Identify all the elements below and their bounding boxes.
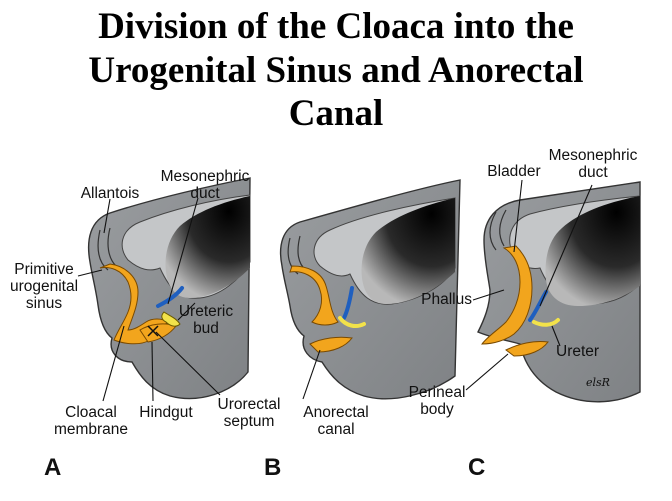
title-line-1: Division of the Cloaca into the — [98, 6, 574, 47]
label-primitive-line-1: Primitive — [14, 261, 73, 278]
panel-a-ureteric-bud — [161, 311, 181, 327]
leader-lines — [77, 179, 593, 402]
panel-a-embryo — [87, 177, 251, 400]
panel-letter-a: A — [44, 454, 61, 481]
label-urorectal-line-1: Urorectal — [218, 396, 281, 413]
label-allantois: Allantois — [81, 185, 140, 202]
panel-c-ureter — [532, 318, 560, 327]
label-primitive-line-3: sinus — [26, 295, 62, 312]
panel-letter-b: B — [264, 454, 281, 481]
panel-b-dark-mesoderm — [361, 198, 455, 304]
panel-b-ureteric-bud — [338, 316, 366, 328]
label-anorectal-line-1: Anorectal — [303, 404, 368, 421]
title-line-3: Canal — [288, 93, 384, 134]
label-cloacal-line-2: membrane — [54, 421, 128, 438]
label-perineal-line-1: Perineal — [409, 384, 466, 401]
label-urorectal-line-2: septum — [224, 413, 275, 430]
panel-b-mesonephric-duct — [342, 286, 354, 320]
panel-c-dark-mesoderm — [545, 196, 640, 306]
label-anorectal-line-2: canal — [317, 421, 354, 438]
panel-c-bladder — [480, 245, 533, 345]
panel-b-urogenital-sinus — [289, 265, 339, 326]
artist-signature: elsR — [586, 376, 610, 389]
label-ureteric-line-2: bud — [193, 320, 219, 337]
panel-b-embryo — [279, 179, 461, 400]
panel-c-allantois-tube — [489, 209, 507, 251]
label-c-mesonephric-line-1: Mesonephric — [549, 147, 638, 164]
label-cloacal-line-1: Cloacal — [65, 404, 117, 421]
label-ureter: Ureter — [556, 343, 599, 360]
label-c-mesonephric-line-2: duct — [578, 164, 608, 181]
panel-c-perineal-orange — [505, 341, 549, 357]
label-a-mesonephric-line-2: duct — [190, 185, 220, 202]
label-perineal-line-2: body — [420, 401, 454, 418]
cloaca-diagram: Allantois Mesonephric duct Primitive uro… — [10, 147, 641, 481]
panel-a-mesonephric-duct — [156, 286, 184, 308]
label-primitive-line-2: urogenital — [10, 278, 78, 295]
panel-a-dark-mesoderm — [165, 196, 250, 298]
panel-letter-c: C — [468, 454, 485, 481]
label-hindgut: Hindgut — [139, 404, 193, 421]
title-line-2: Urogenital Sinus and Anorectal — [88, 50, 584, 91]
label-a-mesonephric-line-1: Mesonephric — [161, 168, 250, 185]
label-ureteric-line-1: Ureteric — [179, 303, 234, 320]
label-phallus: Phallus — [421, 291, 472, 308]
panel-c-embryo — [477, 181, 641, 403]
label-bladder: Bladder — [487, 163, 540, 180]
panel-b-anorectal-canal — [309, 336, 353, 353]
